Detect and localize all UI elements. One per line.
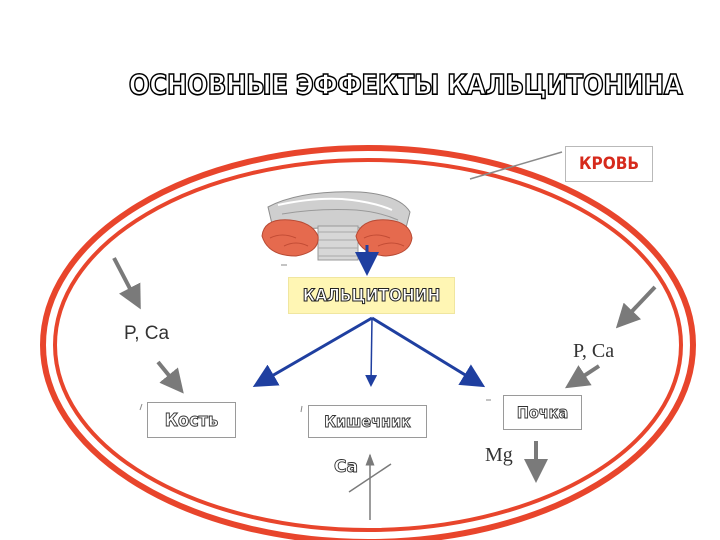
thyroid-gland-illustration [261, 191, 413, 261]
ca-absorption-block-mark [348, 463, 392, 493]
bone-label: Кость [147, 402, 236, 438]
calcitonin-to-kidney-arrow [371, 316, 486, 388]
tick-mark [139, 403, 143, 411]
blood-pointer-line [469, 151, 563, 180]
blood-vessel-ring [40, 145, 696, 540]
pca-to-bone-arrow [156, 360, 184, 394]
calcitonin-label: КАЛЬЦИТОНИН [288, 277, 455, 314]
vessel-inner-ring [53, 158, 683, 532]
pca-left-label: P, Ca [124, 323, 170, 344]
vessel-outer-ring [40, 145, 696, 540]
kidney-label: Почка [503, 395, 582, 430]
mg-label: Mg [485, 444, 513, 466]
tick-mark [300, 405, 303, 413]
blood-label: КРОВЬ [565, 146, 653, 182]
calcitonin-to-bone-arrow [252, 316, 373, 388]
calcitonin-to-intestine-arrow [365, 317, 378, 387]
pca-to-kidney-arrow [564, 364, 601, 389]
blood-pca-left-arrow [112, 257, 141, 310]
blood-pca-right-arrow [615, 285, 657, 329]
pca-right-label: P, Ca [573, 340, 615, 362]
ca-label: Ca [334, 457, 359, 478]
diagram-title: ОСНОВНЫЕ ЭФФЕКТЫ КАЛЬЦИТОНИНА [128, 67, 684, 102]
intestine-label: Кишечник [308, 405, 427, 438]
